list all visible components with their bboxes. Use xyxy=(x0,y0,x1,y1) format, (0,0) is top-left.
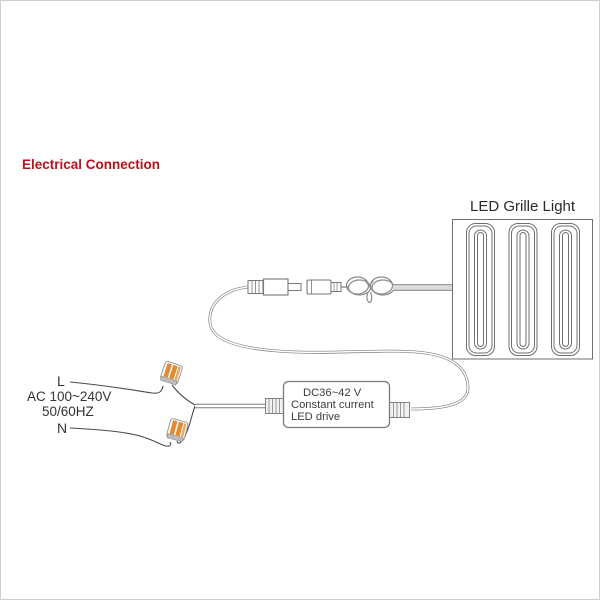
dc-plug-female-icon xyxy=(306,279,348,295)
wire-connector-top-icon xyxy=(160,360,183,386)
line-label: L xyxy=(57,373,65,389)
grille-module-1 xyxy=(466,223,495,356)
driver-type-text: Constant current xyxy=(291,399,375,411)
driver-voltage-text: DC36~42 V xyxy=(303,387,362,399)
strain-relief-right-icon xyxy=(389,402,410,418)
fixture-label: LED Grille Light xyxy=(470,198,576,215)
output-cable-core xyxy=(209,286,469,410)
led-driver: DC36~42 V Constant current LED drive xyxy=(265,380,410,429)
ac-input-section: L AC 100~240V 50/60HZ N xyxy=(27,360,266,447)
top-junction-wire xyxy=(171,384,196,406)
dc-plug-male-icon xyxy=(247,278,302,296)
wire-connector-bottom-icon xyxy=(166,418,189,443)
neutral-wire xyxy=(69,427,172,447)
driver-name-text: LED drive xyxy=(291,411,340,423)
grille-module-2 xyxy=(508,223,538,356)
line-wire xyxy=(69,381,164,394)
grille-module-3 xyxy=(551,223,580,356)
fixture-frame xyxy=(452,219,593,360)
section-title: Electrical Connection xyxy=(22,157,160,172)
driver-body xyxy=(282,380,391,429)
cable-tie-bundle-icon xyxy=(345,276,395,304)
output-cable-loop xyxy=(208,285,470,411)
strain-relief-left-icon xyxy=(265,398,284,414)
neutral-label: N xyxy=(57,420,67,436)
led-grille-light: LED Grille Light xyxy=(452,198,593,360)
frequency-label: 50/60HZ xyxy=(42,404,94,419)
voltage-label: AC 100~240V xyxy=(27,389,111,404)
